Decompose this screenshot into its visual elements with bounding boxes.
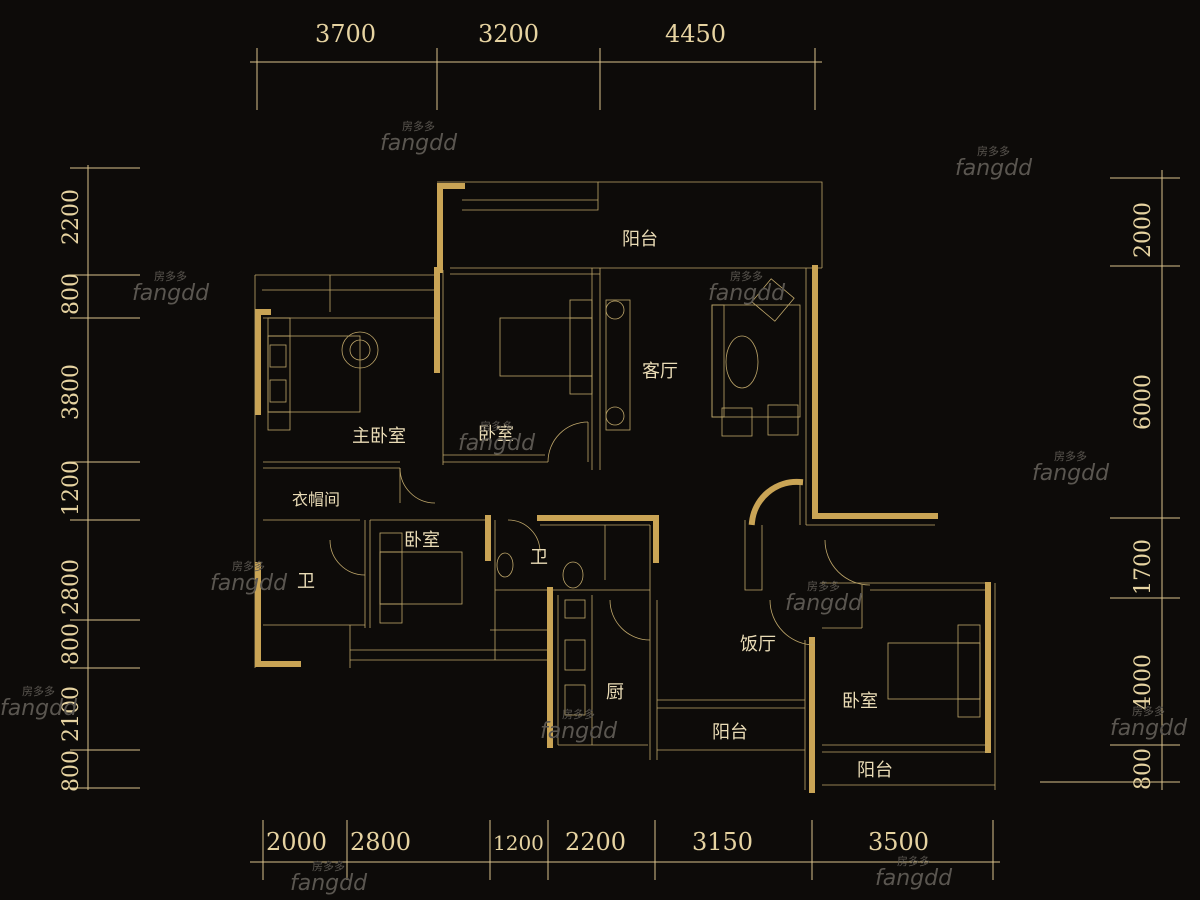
svg-text:房多多: 房多多 (1132, 704, 1165, 718)
room-living-room: 客厅 (642, 361, 678, 382)
svg-text:fangdd: fangdd (210, 571, 288, 596)
dim-bottom-6: 3500 (868, 828, 929, 856)
svg-text:房多多: 房多多 (730, 269, 763, 283)
room-bedroom-small: 卧室 (404, 530, 440, 551)
room-balcony-top: 阳台 (622, 229, 658, 250)
room-bathroom-center: 卫 (530, 547, 548, 568)
room-kitchen: 厨 (606, 682, 624, 703)
svg-text:房多多: 房多多 (480, 419, 513, 433)
svg-text:fangdd: fangdd (458, 431, 536, 456)
svg-text:房多多: 房多多 (402, 119, 435, 133)
svg-text:房多多: 房多多 (154, 269, 187, 283)
dim-bottom-3: 1200 (493, 831, 544, 855)
dim-right-5: 800 (1131, 748, 1156, 790)
dim-left-2: 800 (59, 273, 84, 315)
dim-bottom-1: 2000 (266, 828, 327, 856)
room-bedroom-right: 卧室 (842, 691, 878, 712)
dim-left-8: 800 (59, 750, 84, 792)
dim-left-1: 2200 (59, 189, 84, 245)
dim-left-5: 2800 (59, 559, 84, 615)
dim-right-3: 1700 (1131, 539, 1156, 595)
walls (254, 181, 996, 793)
dim-top-1: 3700 (315, 20, 376, 48)
furniture (267, 278, 981, 718)
svg-text:fangdd: fangdd (955, 156, 1033, 181)
dim-right-2: 6000 (1131, 374, 1156, 430)
svg-text:房多多: 房多多 (232, 559, 265, 573)
svg-text:fangdd: fangdd (0, 696, 78, 721)
dim-bottom-2: 2800 (350, 828, 411, 856)
svg-text:房多多: 房多多 (562, 707, 595, 721)
svg-text:fangdd: fangdd (1032, 461, 1110, 486)
svg-text:房多多: 房多多 (312, 859, 345, 873)
dim-bottom-5: 3150 (692, 828, 753, 856)
svg-text:fangdd: fangdd (708, 281, 786, 306)
dim-left-7: 2100 (59, 686, 84, 742)
dim-left-3: 3800 (59, 364, 84, 420)
svg-text:房多多: 房多多 (1054, 449, 1087, 463)
room-dining-room: 饭厅 (740, 634, 776, 655)
dim-left-6: 800 (59, 623, 84, 665)
svg-text:房多多: 房多多 (22, 684, 55, 698)
dim-right-4: 4000 (1131, 654, 1156, 710)
svg-text:fangdd: fangdd (290, 871, 368, 896)
watermarks: 房多多 fangdd 房多多 fangdd 房多多 fangdd 房多多 fan… (0, 119, 1188, 896)
svg-text:fangdd: fangdd (380, 131, 458, 156)
svg-text:fangdd: fangdd (540, 719, 618, 744)
svg-text:fangdd: fangdd (875, 866, 953, 891)
room-balcony-right: 阳台 (857, 760, 893, 781)
svg-text:fangdd: fangdd (785, 591, 863, 616)
svg-text:房多多: 房多多 (897, 854, 930, 868)
room-bedroom-center: 卧室 (478, 424, 514, 445)
dimension-lines (70, 48, 1180, 880)
room-master-bedroom: 主卧室 (352, 426, 406, 447)
svg-text:房多多: 房多多 (807, 579, 840, 593)
svg-text:fangdd: fangdd (132, 281, 210, 306)
svg-text:房多多: 房多多 (977, 144, 1010, 158)
dim-left-4: 1200 (59, 460, 84, 516)
room-bathroom-left: 卫 (297, 571, 315, 592)
svg-text:fangdd: fangdd (1110, 716, 1188, 741)
dim-top-3: 4450 (665, 20, 726, 48)
room-cloakroom: 衣帽间 (292, 490, 340, 509)
room-balcony-bottom: 阳台 (712, 722, 748, 743)
dim-bottom-4: 2200 (565, 828, 626, 856)
dim-right-1: 2000 (1131, 202, 1156, 258)
dim-top-2: 3200 (478, 20, 539, 48)
